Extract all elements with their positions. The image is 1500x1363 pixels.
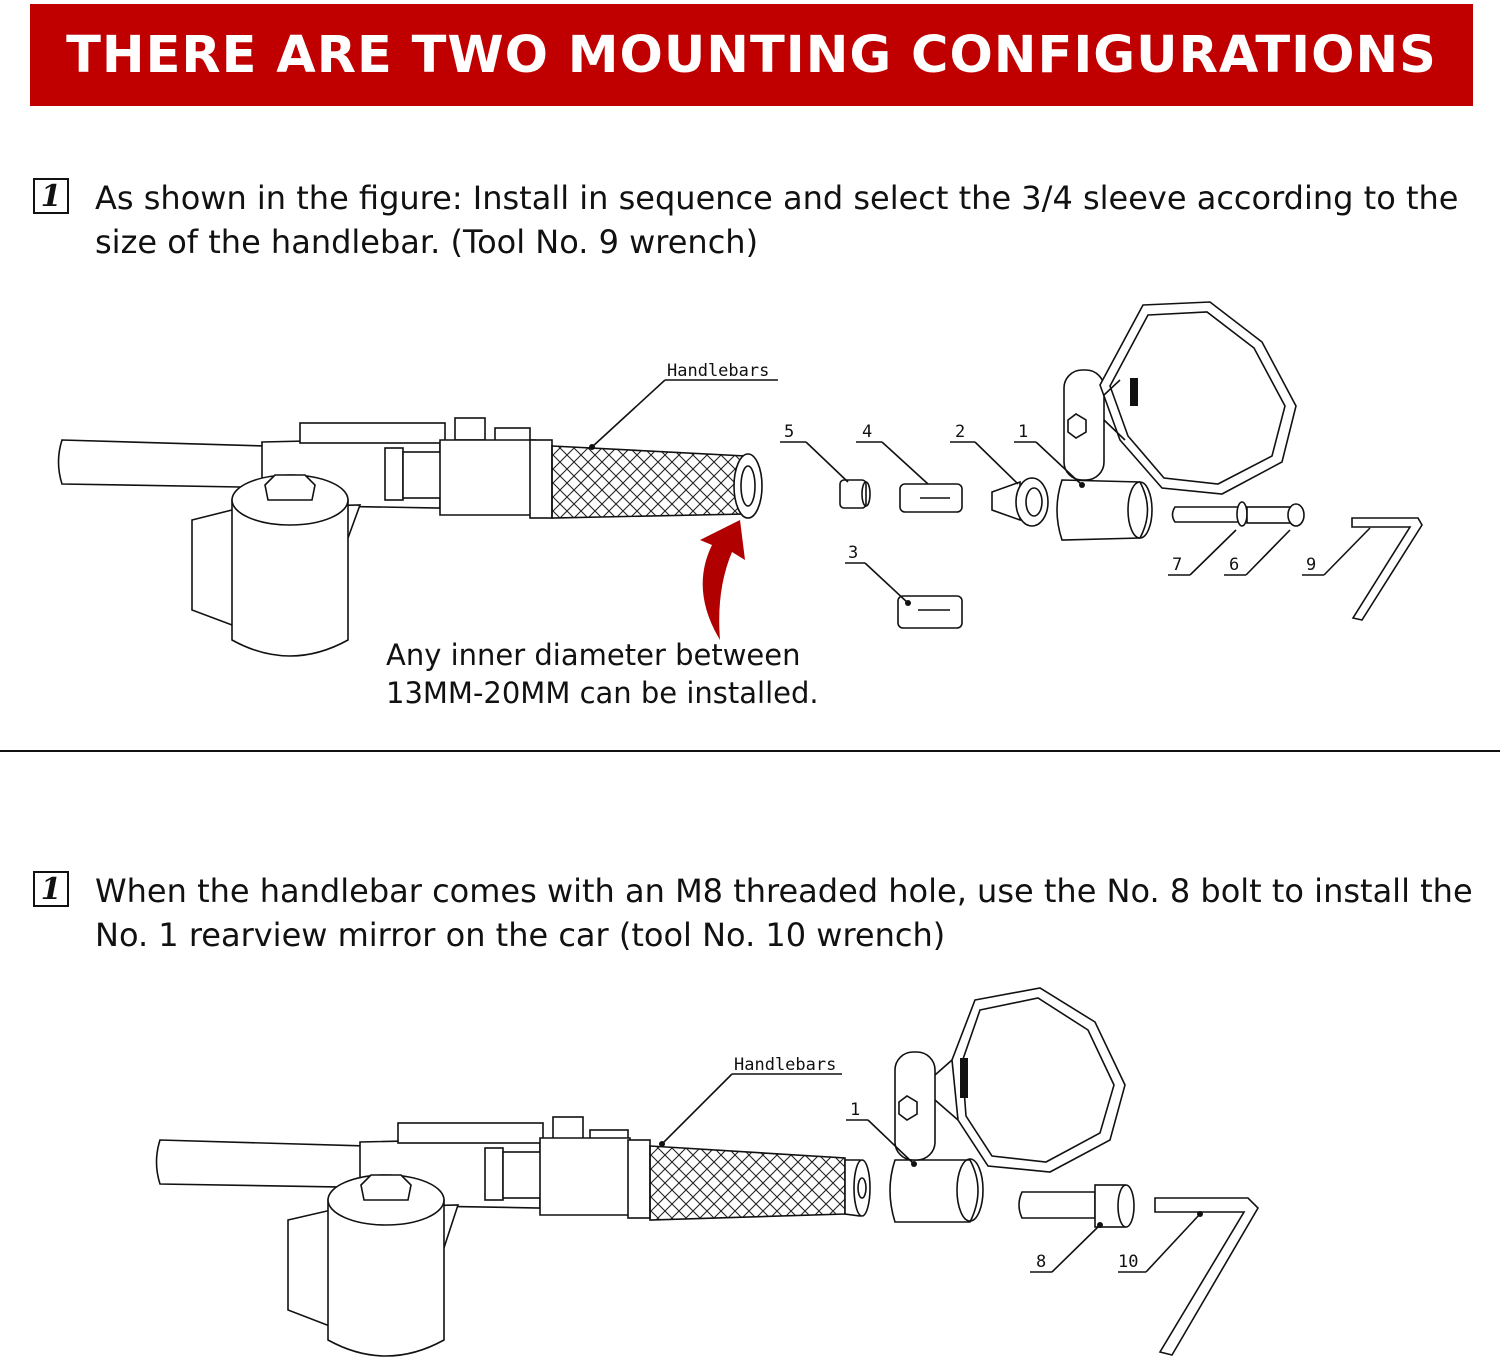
callout-3: 3 [848, 543, 858, 563]
diameter-note-line-2: 13MM-20MM can be installed. [386, 676, 819, 710]
step-text: As shown in the figure: Install in seque… [95, 179, 1459, 261]
part-6-7-bolt [1171, 501, 1305, 527]
callout-6: 6 [1229, 555, 1239, 575]
callout-9: 9 [1306, 555, 1316, 575]
callout-5: 5 [784, 422, 794, 442]
step-text: When the handlebar comes with an M8 thre… [95, 872, 1473, 954]
callouts-diagram-2: Handlebars 1 8 10 [659, 1055, 1203, 1273]
part-9-hex-wrench [1351, 517, 1423, 621]
callout-8: 8 [1036, 1252, 1046, 1272]
part-5-nut [839, 479, 871, 509]
header-banner: THERE ARE TWO MOUNTING CONFIGURATIONS [30, 4, 1473, 106]
part-8-bolt [1018, 1184, 1135, 1228]
part-1-mirror-assembly-2 [889, 987, 1126, 1223]
banner-title: THERE ARE TWO MOUNTING CONFIGURATIONS [66, 25, 1437, 85]
part-10-hex-wrench [1154, 1197, 1260, 1356]
callouts-diagram-1: Handlebars 5 4 2 1 3 7 6 9 [589, 361, 1371, 606]
callout-1: 1 [850, 1100, 860, 1120]
step-number-badge: 1 [33, 871, 69, 907]
callout-7: 7 [1172, 555, 1182, 575]
handlebar-assembly-1 [57, 417, 763, 657]
part-2-expander [991, 477, 1049, 527]
handlebar-label: Handlebars [667, 361, 769, 381]
callout-4: 4 [862, 422, 872, 442]
part-1-mirror-base [1056, 301, 1297, 541]
step-number-badge: 1 [33, 178, 69, 214]
handlebar-assembly-2 [155, 1116, 871, 1357]
part-4-sleeve [899, 483, 963, 513]
red-pointer-arrow [700, 520, 745, 640]
handlebar-label: Handlebars [734, 1055, 836, 1075]
diameter-note-line-1: Any inner diameter between [386, 638, 800, 672]
callout-2: 2 [955, 422, 965, 442]
callout-1: 1 [1018, 422, 1028, 442]
section-divider [0, 750, 1500, 752]
part-3-sleeve [897, 595, 963, 629]
callout-10: 10 [1118, 1252, 1138, 1272]
